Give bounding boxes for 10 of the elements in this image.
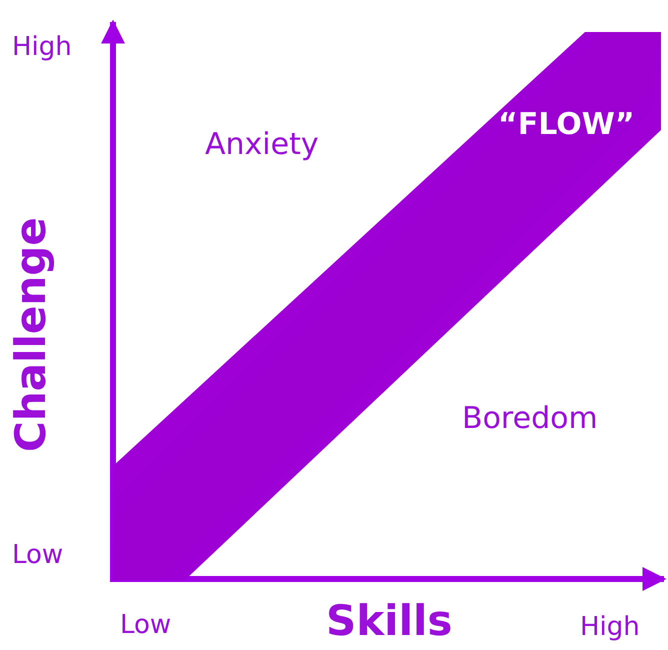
axis-title: Skills bbox=[326, 600, 452, 642]
flow-band bbox=[113, 32, 661, 580]
band-label: “FLOW” bbox=[498, 110, 635, 140]
tick-label: Low bbox=[12, 542, 64, 568]
axis-title: Challenge bbox=[10, 217, 52, 452]
region-label: Boredom bbox=[462, 404, 598, 434]
tick-label: Low bbox=[120, 612, 172, 638]
region-label: Anxiety bbox=[205, 130, 319, 160]
tick-label: High bbox=[580, 614, 640, 640]
tick-label: High bbox=[12, 34, 72, 60]
